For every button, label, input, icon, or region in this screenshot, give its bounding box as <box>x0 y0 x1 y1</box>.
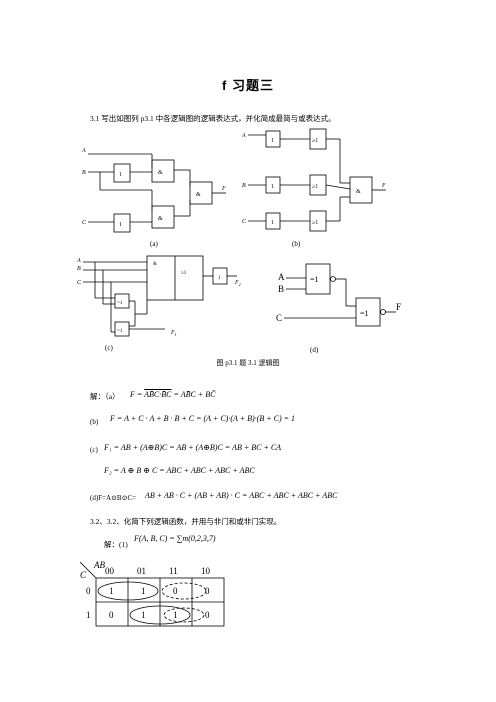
circuit-a-input-c: C <box>82 220 87 226</box>
svg-text:1: 1 <box>141 610 146 620</box>
svg-text:1: 1 <box>86 610 91 620</box>
svg-text:≥1: ≥1 <box>181 271 187 276</box>
svg-text:&: & <box>158 216 163 222</box>
circuit-d-output-f: F <box>396 302 401 312</box>
svg-text:1: 1 <box>271 184 274 190</box>
circuit-d-input-b: B <box>278 284 284 294</box>
svg-text:C: C <box>80 570 87 580</box>
circuit-a-input-b: B <box>82 170 86 176</box>
svg-text:0: 0 <box>173 586 178 596</box>
page-title: f 习题三 <box>222 78 274 93</box>
circuit-c: A B C F2 F1 & ≥1 1 =1 =1 (c) <box>76 255 241 352</box>
circuit-d-input-c: C <box>276 313 282 323</box>
equation-q32: F(A, B, C) = ∑m(0,2,3,7) <box>134 534 216 543</box>
svg-text:0: 0 <box>205 610 210 620</box>
equation-b: F = A + C · A + B · B + C = (A + C)·(A +… <box>110 414 296 423</box>
karnaugh-map: AB C 00 01 11 10 0 1 1 1 0 0 0 1 1 0 <box>80 560 225 627</box>
svg-text:0: 0 <box>205 586 210 596</box>
equation-d: AB + AB · C + (AB + AB) · C = ABC + ABC … <box>145 491 338 500</box>
circuit-b-input-a: A <box>241 133 246 139</box>
circuit-c-input-a: A <box>76 258 81 264</box>
circuit-c-label: (c) <box>105 344 113 352</box>
circuit-c-output-f2: F2 <box>234 280 241 287</box>
svg-text:01: 01 <box>137 566 146 576</box>
circuit-a-output-f: F <box>221 186 226 192</box>
circuit-c-input-c: C <box>77 280 82 286</box>
circuit-d-label: (d) <box>310 346 319 354</box>
svg-text:0: 0 <box>86 586 91 596</box>
svg-text:&: & <box>153 262 157 267</box>
svg-text:=1: =1 <box>360 309 369 318</box>
solution-label: 解：（a） <box>90 392 120 401</box>
equation-a: F = AB̄C·B̄C = AB̄C + BC̄ <box>130 390 216 399</box>
circuit-d-input-a: A <box>278 272 285 282</box>
svg-text:0: 0 <box>109 610 114 620</box>
circuit-b-input-b: B <box>242 183 246 189</box>
circuit-b-label: (b) <box>292 240 301 248</box>
svg-text:=1: =1 <box>117 301 123 306</box>
svg-text:11: 11 <box>169 566 178 576</box>
question-3-2: 3.2、3.2、化简下列逻辑函数，并用与非门和或非门实现。 <box>90 517 282 526</box>
question-3-1: 3.1 写出如图列 p3.1 中各逻辑图的逻辑表达式，并化简成最简与或表达式。 <box>90 114 336 123</box>
circuit-d: A B C F =1 =1 (d) <box>276 263 401 354</box>
circuit-c-input-b: B <box>77 266 81 272</box>
svg-text:1: 1 <box>218 276 221 281</box>
svg-text:1: 1 <box>109 586 114 596</box>
svg-text:1: 1 <box>271 220 274 226</box>
circuit-b-input-c: C <box>242 219 247 225</box>
svg-text:=1: =1 <box>117 329 123 334</box>
svg-text:≥1: ≥1 <box>312 138 318 144</box>
equation-c1: F₁ = AB + (A⊕B)C = AB + (A⊕B)C = AB + BC… <box>104 443 282 452</box>
svg-text:AB: AB <box>93 560 105 570</box>
svg-text:1: 1 <box>271 138 274 144</box>
svg-text:1: 1 <box>119 222 122 228</box>
svg-text:10: 10 <box>201 566 211 576</box>
svg-text:1: 1 <box>141 586 146 596</box>
circuit-a-label: (a) <box>150 240 158 248</box>
circuit-a-input-a: A <box>81 148 86 154</box>
svg-text:1: 1 <box>173 610 178 620</box>
circuit-c-output-f1: F1 <box>170 330 177 337</box>
svg-text:1: 1 <box>119 172 122 178</box>
circuit-b-output-f: F <box>381 183 386 189</box>
circuit-a: A B C F 1 1 & & & (a) <box>81 148 226 248</box>
figure-caption: 图 p3.1 题 3.1 逻辑图 <box>216 359 280 367</box>
svg-text:=1: =1 <box>310 275 319 284</box>
question-3-2-solution: 解：(1) <box>104 540 128 549</box>
svg-text:≥1: ≥1 <box>312 184 318 190</box>
svg-text:&: & <box>196 192 201 198</box>
circuit-b: A B C F 1 1 1 ≥1 ≥1 ≥1 & (b) <box>241 128 386 248</box>
svg-text:≥1: ≥1 <box>312 220 318 226</box>
equation-c2: F₂ = A ⊕ B ⊕ C = ABC + ABC + ABC + ABC <box>104 466 255 475</box>
svg-text:00: 00 <box>105 566 115 576</box>
svg-text:&: & <box>356 189 361 195</box>
svg-text:&: & <box>158 170 163 176</box>
